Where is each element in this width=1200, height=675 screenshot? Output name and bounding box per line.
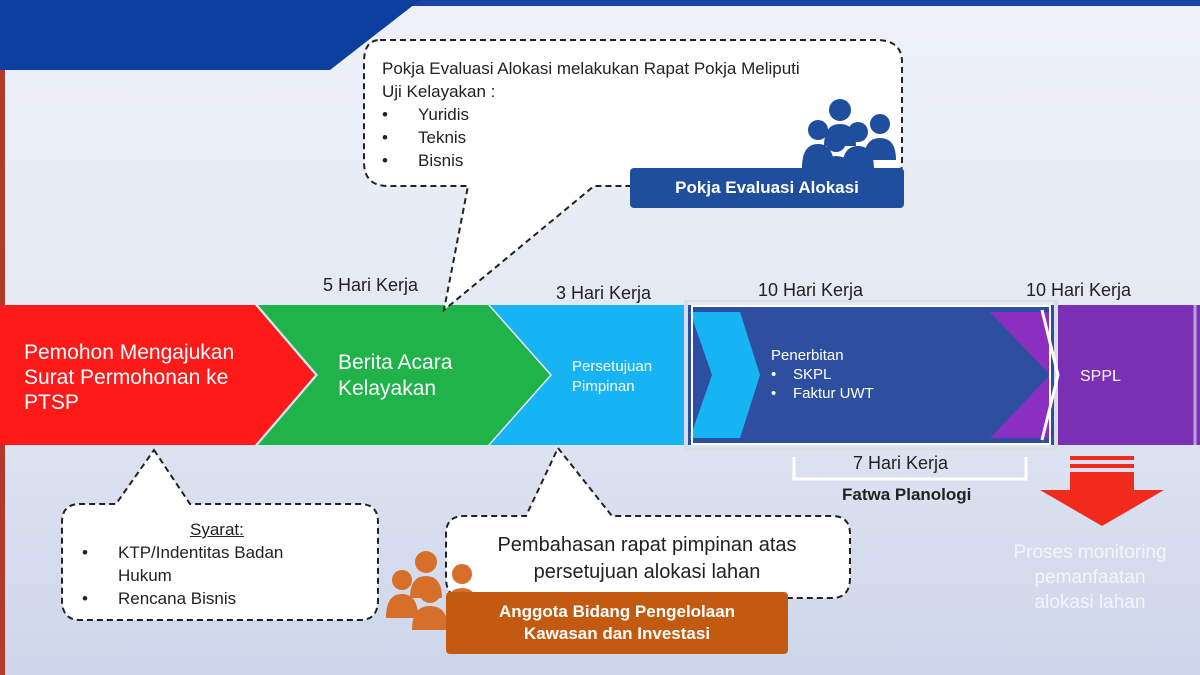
duration-stage-5: 10 Hari Kerja bbox=[1026, 280, 1132, 300]
process-flow bbox=[0, 300, 1200, 450]
pembahasan-callout-text: Pembahasan rapat pimpinan atas persetuju… bbox=[497, 534, 797, 583]
monitoring-text: Proses monitoring pemanfaatan alokasi la… bbox=[1013, 542, 1167, 613]
stage-3-label: Persetujuan Pimpinan bbox=[572, 358, 653, 395]
stage-5-band bbox=[1056, 305, 1200, 445]
stage-2-arrow bbox=[258, 305, 550, 445]
stage-4-arrow bbox=[690, 312, 760, 438]
stage-1-arrow bbox=[0, 305, 315, 445]
down-arrow-icon bbox=[1040, 456, 1164, 526]
pokja-badge: Pokja Evaluasi Alokasi bbox=[630, 168, 904, 208]
stage-4-tail-arrow bbox=[990, 312, 1050, 438]
anggota-badge: Anggota Bidang Pengelolaan Kawasan dan I… bbox=[446, 592, 788, 654]
stage-1-label: Pemohon Mengajukan Surat Permohonan ke P… bbox=[24, 341, 235, 414]
duration-stage-3: 3 Hari Kerja bbox=[556, 283, 652, 303]
fatwa-label: Fatwa Planologi bbox=[842, 485, 972, 504]
top-accent-line bbox=[330, 0, 1200, 6]
fatwa-duration: 7 Hari Kerja bbox=[853, 453, 949, 473]
people-group-icon bbox=[796, 98, 906, 176]
stage-2-label: Berita Acara Kelayakan bbox=[338, 351, 453, 400]
stage-4-chevron bbox=[1040, 309, 1060, 441]
stage-4-highlight-inner bbox=[691, 305, 1051, 445]
stage-4-label: Penerbitan SKPL Faktur UWT bbox=[771, 346, 971, 403]
top-banner bbox=[0, 0, 420, 70]
duration-stage-2: 5 Hari Kerja bbox=[323, 275, 419, 295]
pokja-callout-text: Pokja Evaluasi Alokasi melakukan Rapat P… bbox=[382, 57, 882, 172]
fatwa-bracket bbox=[792, 457, 1028, 481]
stage-5-label: SPPL bbox=[1080, 368, 1121, 385]
duration-stage-4: 10 Hari Kerja bbox=[758, 280, 864, 300]
stage-4-highlight-frame bbox=[684, 300, 1058, 450]
stage-3-arrow bbox=[490, 305, 686, 445]
